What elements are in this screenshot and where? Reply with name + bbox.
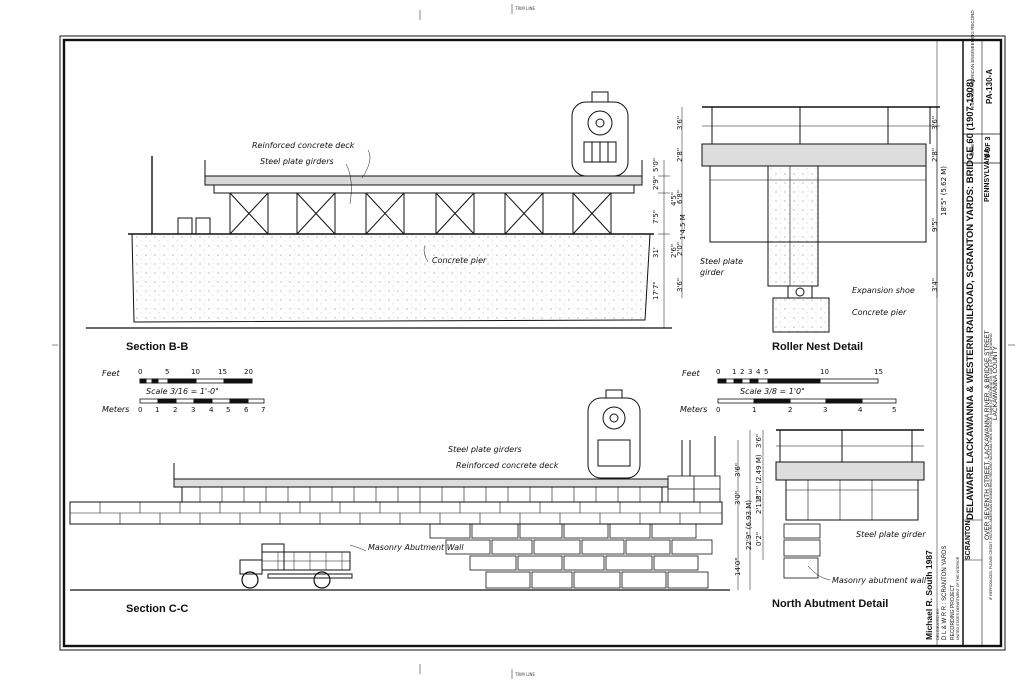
section-cc-title: Section C-C bbox=[126, 603, 189, 615]
scale-right-feet-tick: 3 bbox=[748, 368, 753, 376]
scale-left-meter-tick: 2 bbox=[173, 406, 178, 414]
cc-girders-label: Steel plate girders bbox=[448, 445, 522, 454]
scale-left-meter-tick: 7 bbox=[261, 406, 266, 414]
scale-left-feet-tick: 15 bbox=[218, 368, 227, 376]
roller-dim-5: 3'6" bbox=[676, 277, 684, 292]
title-block-agency: UNITED STATES DEPARTMENT OF THE INTERIOR bbox=[956, 556, 960, 640]
north-dim-1: 3'6" bbox=[755, 433, 763, 448]
scale-right-meters-label: Meters bbox=[680, 405, 708, 414]
bb-deck-label: Reinforced concrete deck bbox=[252, 141, 355, 150]
north-abutment-title: North Abutment Detail bbox=[772, 598, 889, 610]
scale-left-meter-tick: 0 bbox=[138, 406, 143, 414]
scale-right-meter-tick: 0 bbox=[716, 406, 721, 414]
bb-dim-4: 31' bbox=[652, 247, 660, 258]
scale-left-text: Scale 3/16 = 1'-0" bbox=[146, 387, 219, 396]
scale-left-meter-tick: 6 bbox=[244, 406, 249, 414]
cc-deck-label: Reinforced concrete deck bbox=[456, 461, 559, 470]
scale-right-meter-tick: 4 bbox=[858, 406, 863, 414]
scale-right-feet-tick: 10 bbox=[820, 368, 829, 376]
north-wall-label: Masonry abutment wall bbox=[832, 576, 927, 585]
scale-left-feet-tick: 20 bbox=[244, 368, 253, 376]
title-block-place: SCRANTON bbox=[965, 520, 972, 560]
title-block-sheet-number: 3 OF 3 bbox=[985, 136, 992, 158]
trim-line-bottom: TRIM LINE bbox=[515, 672, 536, 677]
scale-left-meter-tick: 4 bbox=[209, 406, 214, 414]
scale-bar-right-graphic bbox=[717, 378, 897, 404]
scale-right-meter-tick: 2 bbox=[788, 406, 793, 414]
scale-right-meter-tick: 5 bbox=[892, 406, 897, 414]
scale-right-feet-tick: 15 bbox=[874, 368, 883, 376]
north-girder-label: Steel plate girder bbox=[856, 530, 926, 539]
roller-dim-8: 18'5" (5.62 M) bbox=[940, 165, 948, 216]
roller-shoe-label: Expansion shoe bbox=[852, 286, 915, 295]
title-block-project: D L & W R R : SCRANTON YARDS bbox=[942, 545, 948, 640]
outer-border bbox=[59, 35, 1006, 651]
section-cc-drawing bbox=[69, 389, 751, 591]
scale-right-feet-tick: 1 bbox=[732, 368, 737, 376]
inner-border bbox=[62, 38, 1003, 648]
roller-dim-9: 9'5" bbox=[931, 217, 939, 232]
cc-dim-2: 3'0" bbox=[734, 490, 742, 505]
north-dim-4: 0'2" bbox=[755, 531, 763, 546]
scale-left-feet-label: Feet bbox=[102, 369, 120, 378]
scale-right-feet-label: Feet bbox=[682, 369, 700, 378]
trim-line-top: TRIM LINE bbox=[515, 6, 536, 11]
roller-nest-drawing bbox=[681, 106, 940, 333]
title-block-haer-number: PA-130-A bbox=[985, 69, 994, 104]
scale-left-feet-tick: 10 bbox=[191, 368, 200, 376]
section-bb-title: Section B-B bbox=[126, 341, 189, 353]
scale-right-meter-tick: 3 bbox=[823, 406, 828, 414]
roller-dim-6: 3'6" bbox=[931, 115, 939, 130]
scale-left-meters-label: Meters bbox=[102, 405, 130, 414]
scale-right-feet-tick: 4 bbox=[756, 368, 761, 376]
roller-girder-label: Steel plate girder bbox=[700, 257, 744, 277]
roller-pier-label: Concrete pier bbox=[852, 308, 907, 317]
title-block-delineator: Michael R. South 1987 bbox=[924, 550, 934, 640]
scale-right-feet-tick: 5 bbox=[764, 368, 769, 376]
roller-dim-3: 6'8" bbox=[676, 189, 684, 204]
bb-dim-1: 5'0" bbox=[652, 157, 660, 172]
bb-pier-label: Concrete pier bbox=[432, 256, 487, 265]
bb-dim-2: 2'9" bbox=[652, 175, 660, 190]
roller-dim-7: 2'8" bbox=[931, 147, 939, 162]
bb-dim-3: 7'5" bbox=[652, 209, 660, 224]
cc-dim-1: 3'6" bbox=[734, 462, 742, 477]
north-dim-3: 2'11" bbox=[755, 495, 763, 514]
north-dim-2: 8'2" (2.49 M) bbox=[755, 454, 763, 500]
section-bb-drawing bbox=[86, 91, 672, 329]
scale-right-text: Scale 3/8 = 1'0" bbox=[740, 387, 805, 396]
roller-dim-10: 3'4" bbox=[931, 277, 939, 292]
roller-dim-4: 2'0" bbox=[676, 241, 684, 256]
title-block-sheet-label: SHEET bbox=[970, 140, 975, 156]
scale-left-meter-tick: 3 bbox=[191, 406, 196, 414]
bb-dim-5: 17'7" bbox=[652, 281, 660, 300]
roller-dim-2: 2'8" bbox=[676, 147, 684, 162]
north-abutment-drawing bbox=[762, 429, 925, 581]
roller-nest-title: Roller Nest Detail bbox=[772, 341, 864, 353]
scale-bar-left-graphic bbox=[139, 378, 265, 404]
roller-dim-1: 3'6" bbox=[676, 115, 684, 130]
title-block-credit: IF REPRODUCED, PLEASE CREDIT: HISTORIC A… bbox=[989, 333, 993, 600]
title-block-haer-label: HISTORIC AMERICAN ENGINEERING RECORD bbox=[970, 10, 975, 110]
bb-dim-8: 1'4.5 M bbox=[679, 214, 687, 240]
cc-wall-label: Masonry Abutment Wall bbox=[368, 543, 464, 552]
title-block-delineated-by: DELINEATED BY: bbox=[935, 607, 940, 640]
scale-right-feet-tick: 2 bbox=[740, 368, 745, 376]
cc-dim-3: 22'9" (6.93 M) bbox=[745, 499, 753, 550]
scale-left-meter-tick: 5 bbox=[226, 406, 231, 414]
bb-girders-label: Steel plate girders bbox=[260, 157, 334, 166]
scale-left-meter-tick: 1 bbox=[155, 406, 160, 414]
scale-left-feet-tick: 5 bbox=[165, 368, 170, 376]
scale-right-meter-tick: 1 bbox=[752, 406, 757, 414]
cc-dim-4: 14'0" bbox=[734, 557, 742, 576]
title-block-county: LACKAWANNA COUNTY bbox=[992, 346, 999, 420]
scale-left-feet-tick: 0 bbox=[138, 368, 143, 376]
scale-right-feet-tick: 0 bbox=[716, 368, 721, 376]
